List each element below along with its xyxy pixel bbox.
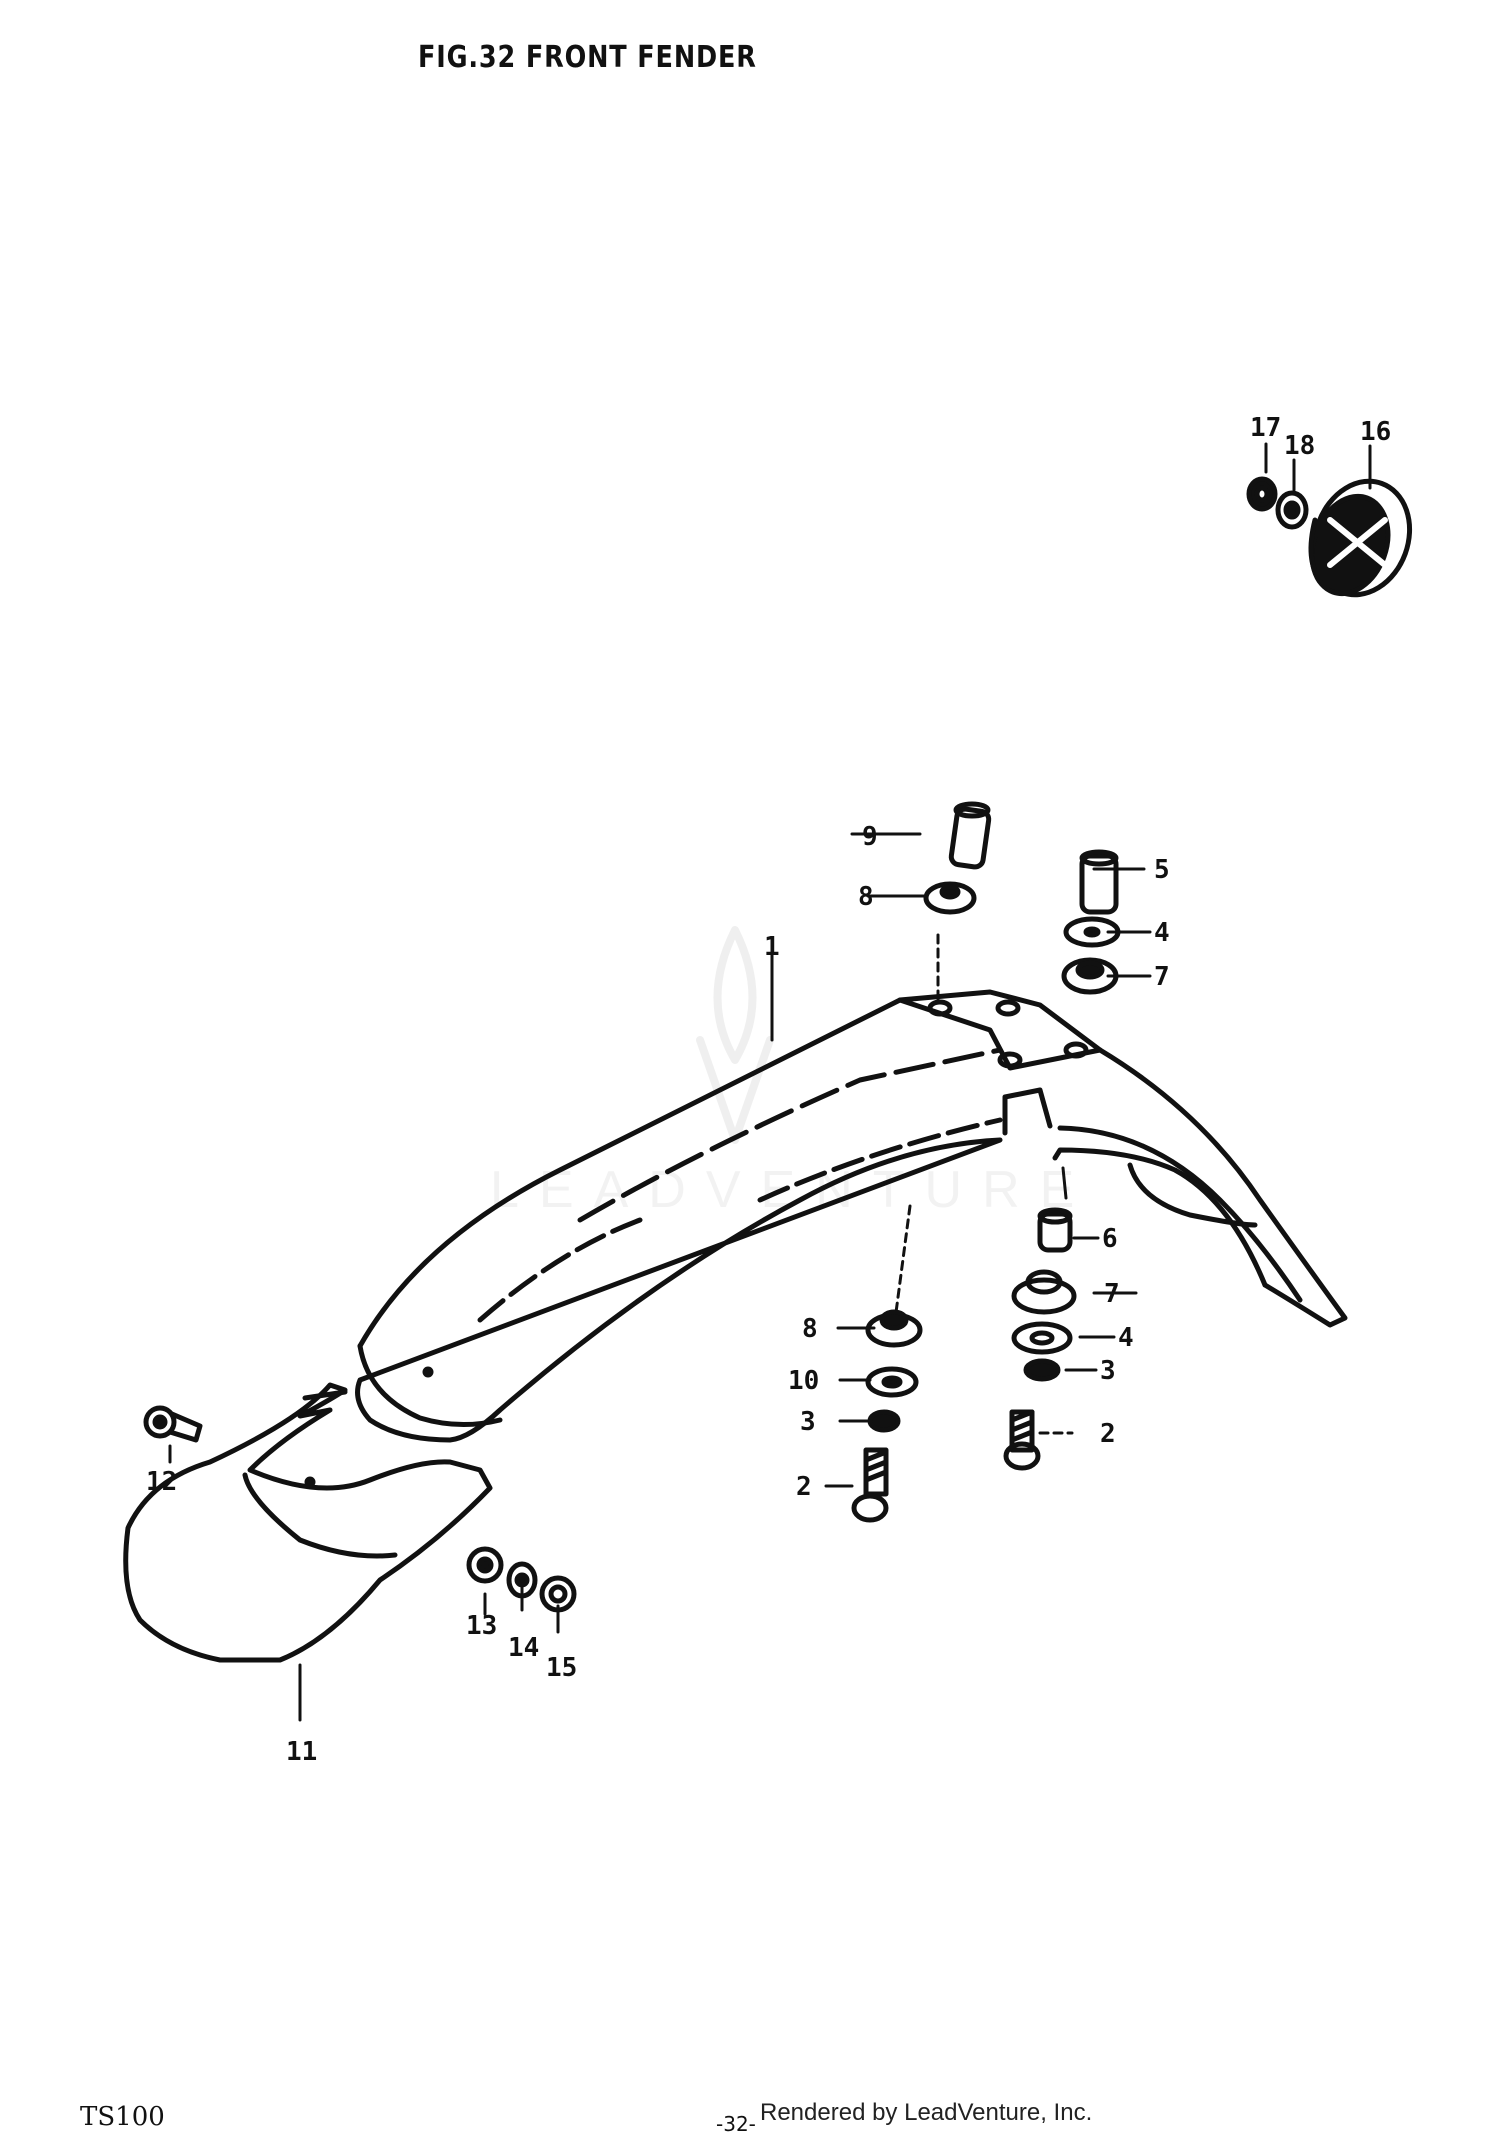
figure-title: FIG.32 FRONT FENDER	[418, 40, 757, 75]
washer-10	[865, 1366, 919, 1398]
callout-12: 12	[146, 1467, 177, 1497]
callout-13: 13	[466, 1611, 497, 1641]
bolt-2-left	[851, 1447, 889, 1523]
lock-washer-3-right	[1023, 1358, 1061, 1382]
callout-1: 1	[764, 932, 780, 962]
callout-8-bottom: 8	[802, 1314, 818, 1344]
page-number: -32-	[716, 2112, 756, 2136]
callout-2-left: 2	[796, 1472, 812, 1502]
callout-17: 17	[1250, 413, 1281, 443]
washer-14	[506, 1561, 538, 1599]
callout-16: 16	[1360, 417, 1391, 447]
bolt-12	[143, 1405, 203, 1443]
render-credit: Rendered by LeadVenture, Inc.	[760, 2099, 1093, 2126]
model-label: TS100	[80, 2102, 165, 2132]
nut-17	[1246, 476, 1278, 512]
callout-10: 10	[788, 1366, 819, 1396]
cushion-8-bottom	[865, 1309, 923, 1348]
bolt-2-right	[1003, 1409, 1041, 1471]
callout-7-top: 7	[1154, 962, 1170, 992]
callout-18: 18	[1284, 431, 1315, 461]
spacer-9	[948, 801, 992, 870]
callout-15: 15	[546, 1653, 577, 1683]
watermark-logo	[696, 926, 774, 1144]
callout-2-right: 2	[1100, 1419, 1116, 1449]
mud-flap	[123, 1382, 493, 1663]
callout-7-bottom: 7	[1104, 1279, 1120, 1309]
callout-11: 11	[286, 1737, 317, 1767]
callout-3-right: 3	[1100, 1356, 1116, 1386]
callout-8-top: 8	[858, 882, 874, 912]
lock-washer-3-left	[867, 1409, 901, 1433]
cushion-8-top	[923, 881, 977, 915]
callout-4-top: 4	[1154, 918, 1170, 948]
callout-4-bottom: 4	[1118, 1323, 1134, 1353]
nut-15	[539, 1575, 577, 1613]
washer-4-top	[1063, 916, 1121, 948]
cushion-7-top	[1061, 957, 1119, 995]
callout-9: 9	[862, 822, 878, 852]
callout-3-left: 3	[800, 1407, 816, 1437]
front-fender	[355, 989, 1348, 1443]
washer-13	[466, 1546, 504, 1584]
spacer-5	[1079, 849, 1119, 915]
leader-lines	[168, 442, 1372, 1722]
callout-6: 6	[1102, 1224, 1118, 1254]
washer-18	[1275, 490, 1309, 530]
washer-4-bottom	[1011, 1321, 1073, 1355]
cushion-7-bottom	[1011, 1269, 1077, 1315]
reflector-16	[1308, 478, 1413, 598]
spacer-6	[1037, 1207, 1073, 1253]
callout-5: 5	[1154, 855, 1170, 885]
callout-14: 14	[508, 1633, 539, 1663]
